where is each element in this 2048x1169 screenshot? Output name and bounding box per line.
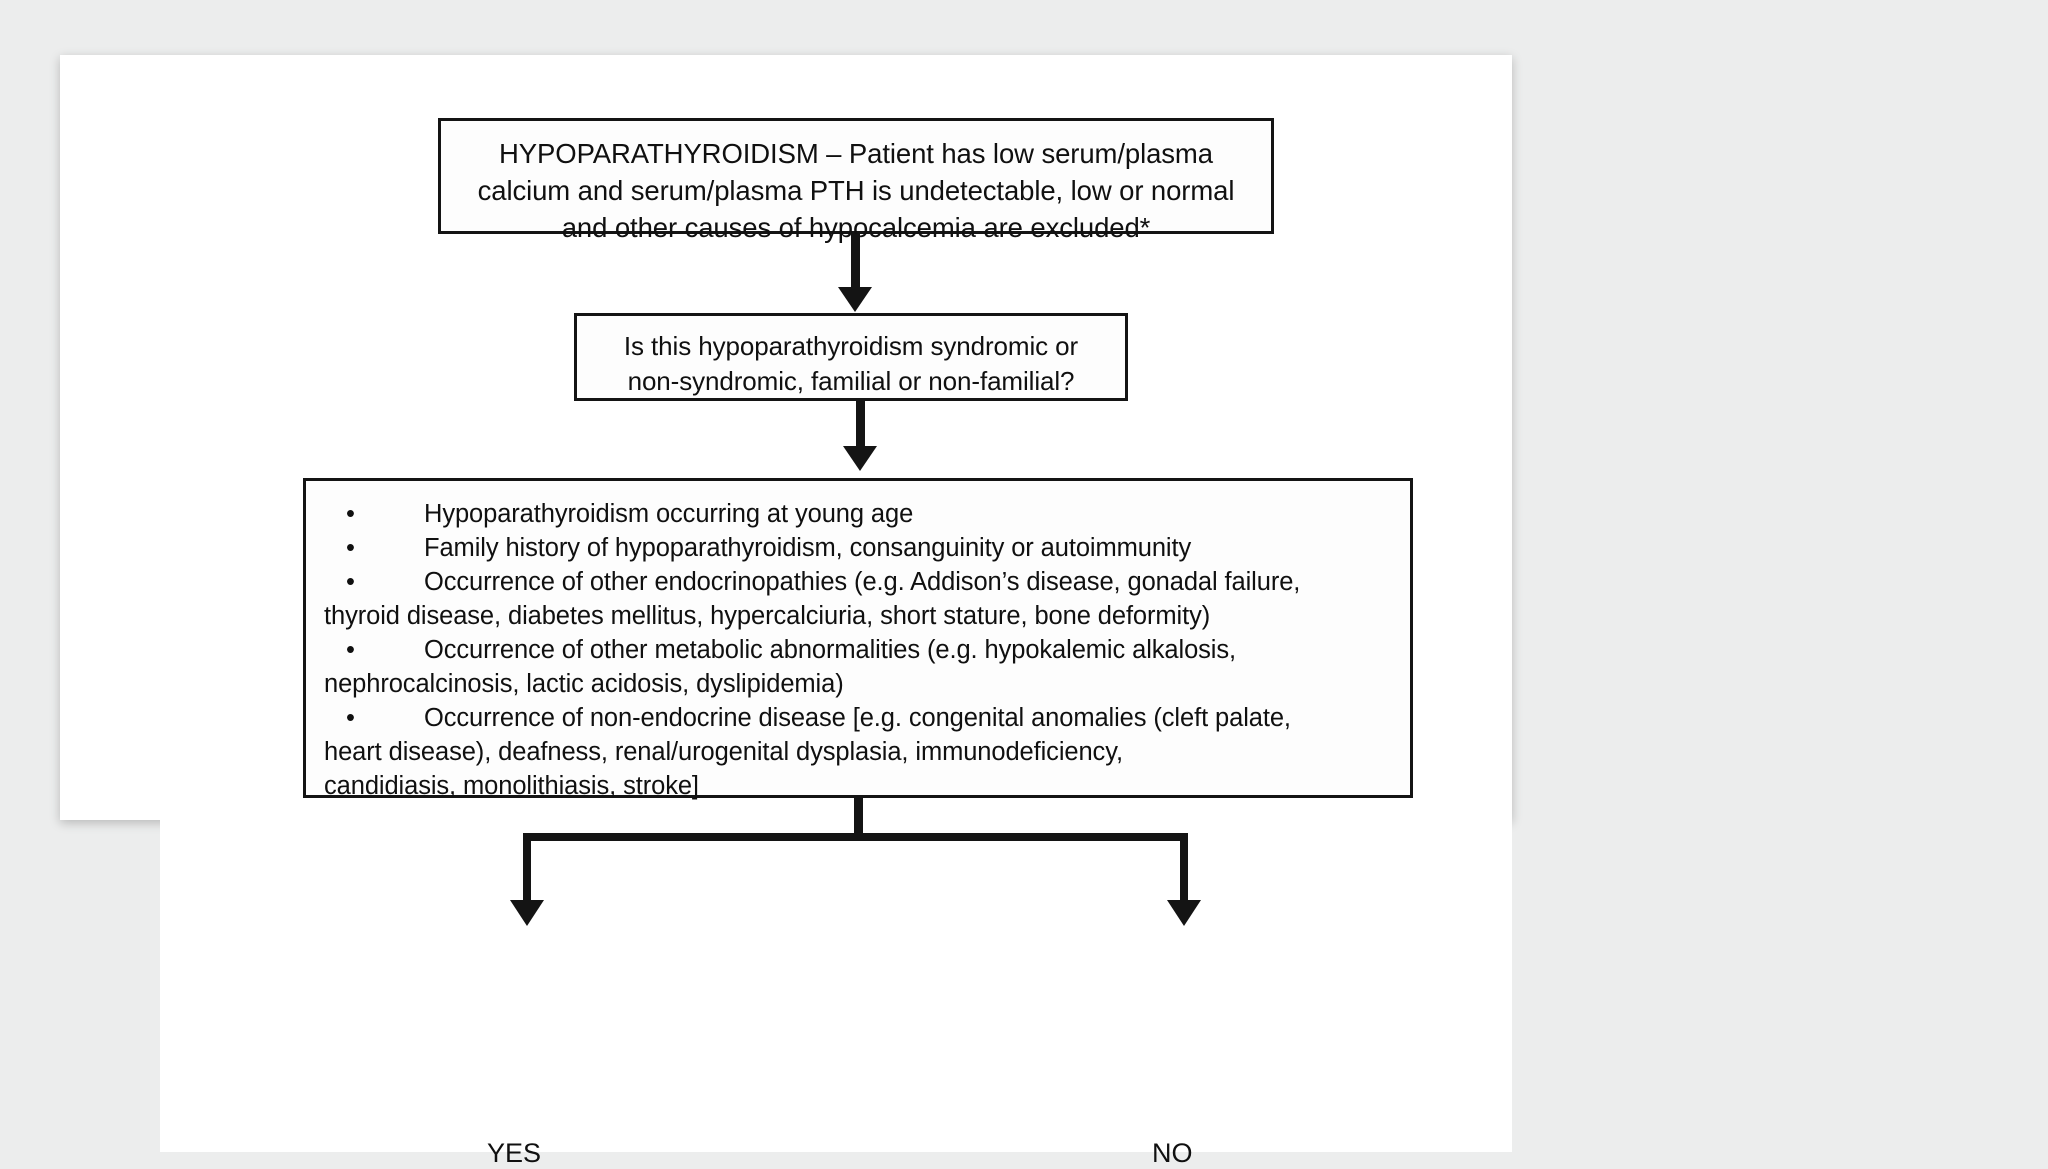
connector-question-to-criteria-stem: [856, 401, 865, 449]
criteria-2-line-1: Family history of hypoparathyroidism, co…: [424, 534, 1192, 562]
question-line-1: Is this hypoparathyroidism syndromic or: [623, 331, 1079, 361]
arrow-down-icon: [843, 446, 877, 471]
connector-branch-yes-stem: [523, 833, 531, 905]
bullet-icon: •: [346, 636, 355, 664]
branch-label-yes: YES: [487, 1138, 542, 1168]
arrow-down-icon: [510, 900, 544, 926]
flow-node-criteria: • Hypoparathyroidism occurring at young …: [303, 478, 1413, 800]
list-item: • Occurrence of other metabolic abnormal…: [324, 633, 1392, 701]
criteria-3-line-2: thyroid disease, diabetes mellitus, hype…: [324, 602, 1211, 630]
criteria-1-line-1: Hypoparathyroidism occurring at young ag…: [424, 500, 914, 528]
list-item: • Hypoparathyroidism occurring at young …: [324, 497, 1392, 531]
bullet-icon: •: [346, 500, 355, 528]
bullet-icon: •: [346, 704, 355, 732]
list-item: • Occurrence of other endocrinopathies (…: [324, 565, 1392, 633]
flow-node-start: HYPOPARATHYROIDISM – Patient has low ser…: [438, 118, 1274, 243]
flow-node-question: Is this hypoparathyroidism syndromic or …: [574, 313, 1128, 401]
criteria-5-line-3: candidiasis, monolithiasis, stroke]: [324, 772, 699, 800]
list-item: • Family history of hypoparathyroidism, …: [324, 531, 1392, 565]
criteria-5-line-1: Occurrence of non-endocrine disease [e.g…: [424, 704, 1291, 732]
connector-start-to-question-stem: [851, 234, 860, 290]
list-item: • Occurrence of non-endocrine disease [e…: [324, 701, 1392, 803]
criteria-4-line-1: Occurrence of other metabolic abnormalit…: [424, 636, 1237, 664]
arrow-down-icon: [1167, 900, 1201, 926]
criteria-3-line-1: Occurrence of other endocrinopathies (e.…: [424, 568, 1301, 596]
branch-label-no: NO: [1152, 1138, 1193, 1168]
question-line-2: non-syndromic, familial or non-familial?: [627, 366, 1075, 396]
connector-branch-no-stem: [1180, 833, 1188, 905]
start-line-1: HYPOPARATHYROIDISM – Patient has low ser…: [499, 138, 1213, 169]
bullet-icon: •: [346, 534, 355, 562]
criteria-4-line-2: nephrocalcinosis, lactic acidosis, dysli…: [324, 670, 844, 698]
connector-criteria-split-bar: [523, 833, 1188, 841]
slide-card-continuation: [160, 820, 1512, 1152]
connector-criteria-split-stem: [854, 798, 863, 840]
arrow-down-icon: [838, 287, 872, 312]
start-line-2: calcium and serum/plasma PTH is undetect…: [477, 175, 1235, 206]
bullet-icon: •: [346, 568, 355, 596]
criteria-5-line-2: heart disease), deafness, renal/urogenit…: [324, 738, 1123, 766]
